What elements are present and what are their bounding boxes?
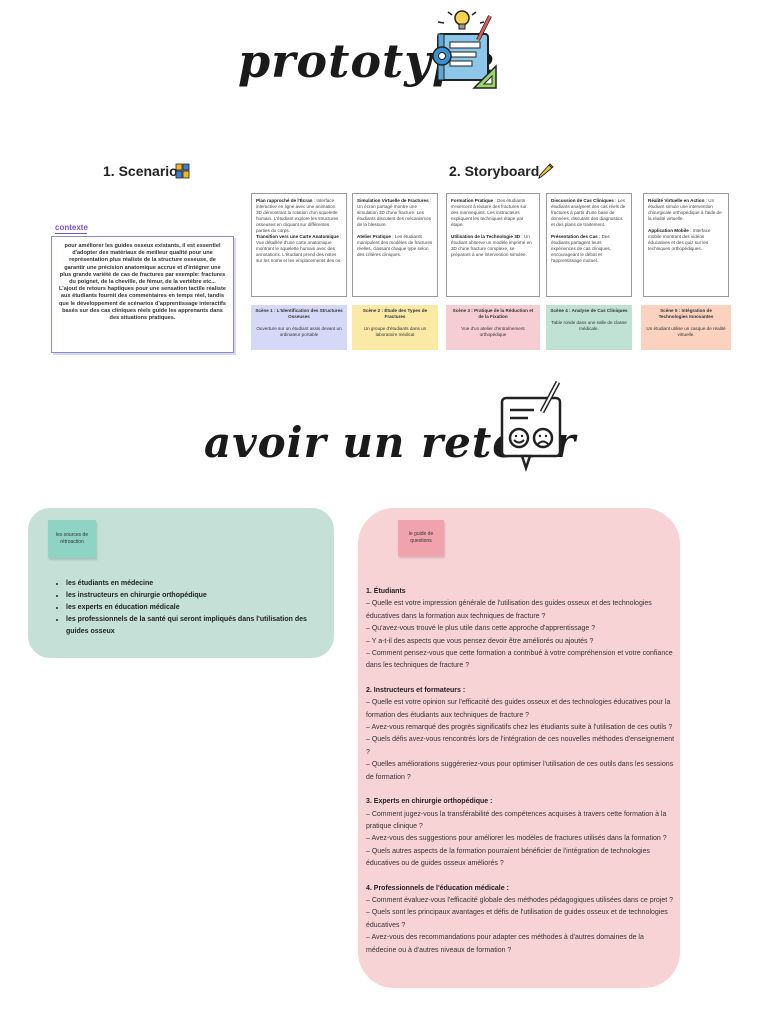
- context-label-underline: [55, 233, 87, 234]
- guide-sticky: le guide de questions: [398, 520, 444, 556]
- card-5-title-2: Application Mobile: [648, 228, 689, 233]
- storyboard-card-1: Plan rapproché de l'Écran : Interface in…: [251, 193, 347, 297]
- scene-2-title: Scène 2 : Étude des Types de Fractures: [362, 308, 428, 319]
- card-2-title-1: Simulation Virtuelle de Fractures: [357, 198, 429, 203]
- storyboard-card-2: Simulation Virtuelle de Fractures : Un é…: [352, 193, 438, 297]
- guide-spacer: [366, 784, 676, 796]
- feedback-faces-icon: [500, 380, 562, 472]
- guide-spacer: [366, 871, 676, 883]
- guide-question: – Avez-vous remarqué des progrès signifi…: [366, 724, 673, 732]
- puzzle-icon: [175, 163, 190, 179]
- context-paragraph-2: L'ajout de retours haptiques pour une se…: [58, 286, 227, 322]
- card-3-body-1: : Des étudiants s'exercent à réduire des…: [451, 198, 527, 227]
- guide-question: – Qu'avez-vous trouvé le plus utile dans…: [366, 625, 596, 633]
- source-item: les professionnels de la santé qui seron…: [66, 614, 324, 638]
- scene-1-title: Scène 1 : L'Identification des Structure…: [255, 308, 343, 319]
- context-label: contexte: [55, 223, 88, 232]
- guide-question: – Quelle est votre opinion sur l'efficac…: [366, 699, 671, 719]
- scene-1-body: Ouverture sur un étudiant assis devant u…: [256, 326, 342, 337]
- guide-question: – Quels autres aspects de la formation p…: [366, 847, 650, 868]
- sources-list-wrap: les étudiants en médecine les instructeu…: [54, 578, 324, 638]
- card-3-title-1: Formation Pratique: [451, 198, 494, 203]
- card-2-body-2: : Les étudiants manipulent des modèles d…: [357, 234, 433, 257]
- card-5-title-1: Réalité Virtuelle en Action: [648, 198, 705, 203]
- card-5-body-1: : Un étudiant simule une intervention ch…: [648, 198, 722, 221]
- storyboard-card-3: Formation Pratique : Des étudiants s'exe…: [446, 193, 540, 297]
- guide-group-4-heading: 4. Professionnels de l'éducation médical…: [366, 884, 509, 892]
- storyboard-heading: 2. Storyboard: [449, 163, 539, 179]
- scenario-heading: 1. Scenario: [103, 163, 178, 179]
- card-4-body-2: : Des étudiants partagent leurs expérien…: [551, 234, 612, 263]
- guide-question: – Quelles améliorations suggéreriez-vous…: [366, 761, 674, 781]
- card-1-body-1: : Interface interactive en ligne avec un…: [256, 198, 339, 233]
- scene-4-title: Scène 4 : Analyse de Cas Cliniques: [550, 308, 628, 313]
- card-1-body-2: : Vue détaillée d'une carte anatomique m…: [256, 234, 342, 263]
- scene-4: Scène 4 : Analyse de Cas Cliniques Table…: [546, 305, 632, 350]
- guide-question: – Comment évaluez-vous l'efficacité glob…: [366, 896, 674, 904]
- guide-question: – Avez-vous des suggestions pour amélior…: [366, 835, 667, 843]
- guide-group-2-heading: 2. Instructeurs et formateurs :: [366, 686, 466, 694]
- guide-question: – Comment pensez-vous que cette formatio…: [366, 650, 673, 670]
- guide-question: – Comment jugez-vous la transférabilité …: [366, 810, 667, 830]
- pencil-icon: [538, 163, 554, 179]
- guide-spacer: [366, 673, 676, 685]
- card-4-body-1: : Les étudiants analysent des cas réels …: [551, 198, 626, 227]
- scene-3-body: Vue d'un atelier d'entraînement orthopéd…: [461, 326, 525, 337]
- sources-sticky: les sources de rétroaction: [48, 520, 96, 558]
- guide-question: – Avez-vous des recommandations pour ada…: [366, 934, 644, 954]
- source-item: les instructeurs en chirurgie orthopédiq…: [66, 590, 324, 602]
- scene-2-body: Un groupe d'étudiants dans un laboratoir…: [363, 326, 427, 337]
- context-box: pour améliorer les guides osseux existan…: [51, 236, 234, 353]
- context-paragraph-1: pour améliorer les guides osseux existan…: [59, 243, 226, 286]
- guide-group-3-heading: 3. Experts en chirurgie orthopédique :: [366, 798, 493, 806]
- card-1-title-1: Plan rapproché de l'Écran: [256, 198, 313, 203]
- scene-5-title: Scène 5 : Intégration de Technologies In…: [658, 308, 714, 319]
- scene-2: Scène 2 : Étude des Types de Fractures U…: [352, 305, 438, 350]
- source-item: les étudiants en médecine: [66, 578, 324, 590]
- card-5-body-2: : Interface mobile montrant des vidéos é…: [648, 228, 711, 251]
- guide-question: – Quelle est votre impression générale d…: [366, 600, 652, 620]
- card-2-title-2: Atelier Pratique: [357, 234, 391, 239]
- card-4-title-1: Discussion de Cas Cliniques: [551, 198, 614, 203]
- scene-1: Scène 1 : L'Identification des Structure…: [251, 305, 347, 350]
- prototype-blueprint-icon: [432, 10, 497, 89]
- storyboard-heading-text: 2. Storyboard: [449, 163, 540, 179]
- scene-5: Scène 5 : Intégration de Technologies In…: [641, 305, 731, 350]
- card-2-body-1: : Un écran partagé montre une simulation…: [357, 198, 432, 227]
- card-3-body-2: : Un étudiant observe un modèle imprimé …: [451, 234, 532, 257]
- sources-list: les étudiants en médecine les instructeu…: [54, 578, 324, 638]
- guide-group-1-heading: 1. Étudiants: [366, 588, 406, 595]
- question-guide: 1. Étudiants – Quelle est votre impressi…: [366, 586, 676, 957]
- scenario-heading-text: 1. Scenario: [103, 163, 178, 179]
- guide-panel: [358, 508, 680, 988]
- sources-label: les sources de rétroaction: [55, 532, 89, 545]
- guide-question: – Quels sont les principaux avantages et…: [366, 909, 668, 929]
- storyboard-card-4: Discussion de Cas Cliniques : Les étudia…: [546, 193, 632, 297]
- scene-3-title: Scène 3 : Pratique de la Réduction et de…: [452, 308, 534, 319]
- guide-question: – Quels défis avez-vous rencontrés lors …: [366, 736, 675, 756]
- card-4-title-2: Présentation des Cas: [551, 234, 598, 239]
- card-3-title-2: Utilisation de la Technologie 3D: [451, 234, 521, 239]
- guide-label: le guide de questions: [408, 531, 434, 544]
- storyboard-card-5: Réalité Virtuelle en Action : Un étudian…: [643, 193, 729, 297]
- scene-5-body: Un étudiant utilise un casque de réalité…: [646, 326, 726, 337]
- card-1-title-2: Transition vers une Carte Anatomique: [256, 234, 339, 239]
- scene-4-body: Table ronde dans une salle de classe méd…: [551, 320, 627, 331]
- scene-3: Scène 3 : Pratique de la Réduction et de…: [446, 305, 540, 350]
- source-item: les experts en éducation médicale: [66, 602, 324, 614]
- guide-question: – Y a-t-il des aspects que vous pensez d…: [366, 637, 594, 645]
